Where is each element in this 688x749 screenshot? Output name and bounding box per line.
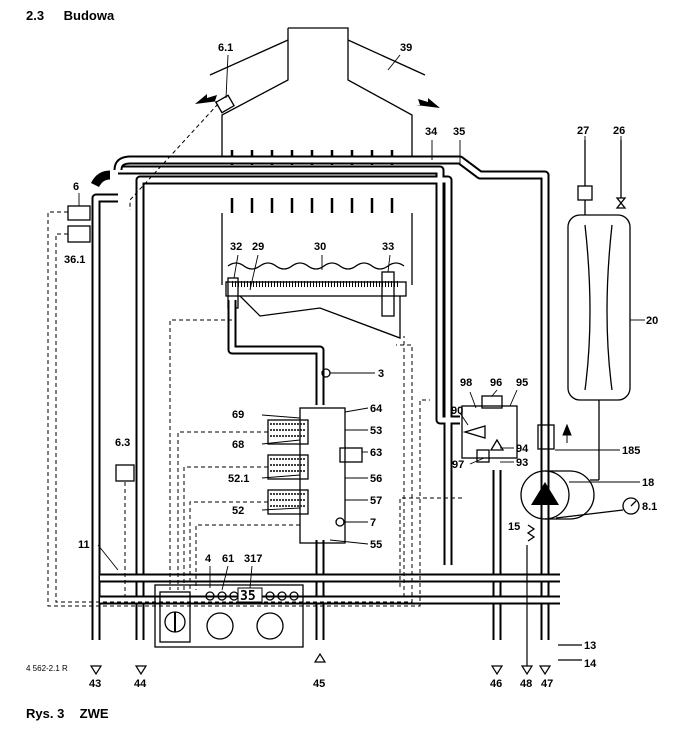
label-43: 43 <box>89 678 101 690</box>
label-6-1: 6.1 <box>218 42 233 54</box>
combustion-chamber <box>221 213 413 339</box>
sensor-36-1 <box>67 225 91 243</box>
label-44: 44 <box>134 678 147 690</box>
label-6: 6 <box>73 181 79 193</box>
section-number: 2.3 <box>26 8 45 23</box>
label-7: 7 <box>370 517 376 529</box>
section-heading: 2.3 Budowa <box>26 8 114 23</box>
label-68: 68 <box>232 439 244 451</box>
label-8-1: 8.1 <box>642 501 657 513</box>
document-id: 4 562-2.1 R <box>26 664 68 673</box>
label-96: 96 <box>490 377 502 389</box>
label-11: 11 <box>78 539 90 551</box>
label-27: 27 <box>577 125 589 137</box>
label-6-3: 6.3 <box>115 437 130 449</box>
connection-markers <box>89 545 582 676</box>
label-64: 64 <box>370 403 383 415</box>
label-56: 56 <box>370 473 382 485</box>
pump <box>520 423 595 520</box>
label-90: 90 <box>451 405 463 417</box>
label-29: 29 <box>252 241 264 253</box>
gas-valve <box>267 368 363 544</box>
label-47: 47 <box>541 678 553 690</box>
label-45: 45 <box>313 678 325 690</box>
label-3: 3 <box>378 368 384 380</box>
label-33: 33 <box>382 241 394 253</box>
label-15: 15 <box>508 521 520 533</box>
leader-lines <box>78 54 645 591</box>
water-pipes <box>90 155 560 640</box>
label-61: 61 <box>222 553 234 565</box>
safety-valve-15 <box>526 524 536 542</box>
label-52: 52 <box>232 505 244 517</box>
label-46: 46 <box>490 678 502 690</box>
control-wiring <box>47 103 462 607</box>
label-185: 185 <box>622 445 640 457</box>
figure-number: Rys. 3 <box>26 706 65 721</box>
label-4: 4 <box>205 553 212 565</box>
manometer <box>555 497 640 519</box>
label-39: 39 <box>400 42 412 54</box>
label-52-1: 52.1 <box>228 473 249 485</box>
label-97: 97 <box>452 459 464 471</box>
ignition-electrode <box>381 271 395 317</box>
flue-hood <box>195 27 440 160</box>
label-98: 98 <box>460 377 472 389</box>
label-36-1: 36.1 <box>64 254 85 266</box>
label-63: 63 <box>370 447 382 459</box>
section-title: Budowa <box>63 8 115 23</box>
label-69: 69 <box>232 409 244 421</box>
figure-title: ZWE <box>79 706 109 721</box>
figure-caption: Rys. 3 ZWE <box>26 706 109 721</box>
label-53: 53 <box>370 425 382 437</box>
label-94: 94 <box>516 443 529 455</box>
control-panel <box>154 584 304 648</box>
label-95: 95 <box>516 377 528 389</box>
label-93: 93 <box>516 457 528 469</box>
air-vent-27 <box>577 185 593 201</box>
label-57: 57 <box>370 495 382 507</box>
label-30: 30 <box>314 241 326 253</box>
label-18: 18 <box>642 477 654 489</box>
flue-sensor <box>215 94 235 114</box>
display-readout: 35 <box>240 589 256 604</box>
callout-labels: 6.1 39 34 35 27 26 6 36.1 32 29 30 33 20… <box>64 42 658 690</box>
air-arrow-left <box>195 94 219 104</box>
label-35: 35 <box>453 126 465 138</box>
label-26: 26 <box>613 125 625 137</box>
label-20: 20 <box>646 315 658 327</box>
diverter-valve <box>461 395 518 463</box>
label-34: 34 <box>425 126 438 138</box>
label-32: 32 <box>230 241 242 253</box>
expansion-vessel <box>567 140 631 481</box>
valve-26 <box>615 197 627 209</box>
sensor-6-3 <box>115 464 135 482</box>
flow-sensor-185 <box>537 424 555 450</box>
label-14: 14 <box>584 658 597 670</box>
label-48: 48 <box>520 678 532 690</box>
label-317: 317 <box>244 553 262 565</box>
label-13: 13 <box>584 640 596 652</box>
sensor-6 <box>67 205 91 221</box>
temp-sensors <box>67 205 536 542</box>
label-55: 55 <box>370 539 382 551</box>
air-arrow-right <box>416 98 440 108</box>
